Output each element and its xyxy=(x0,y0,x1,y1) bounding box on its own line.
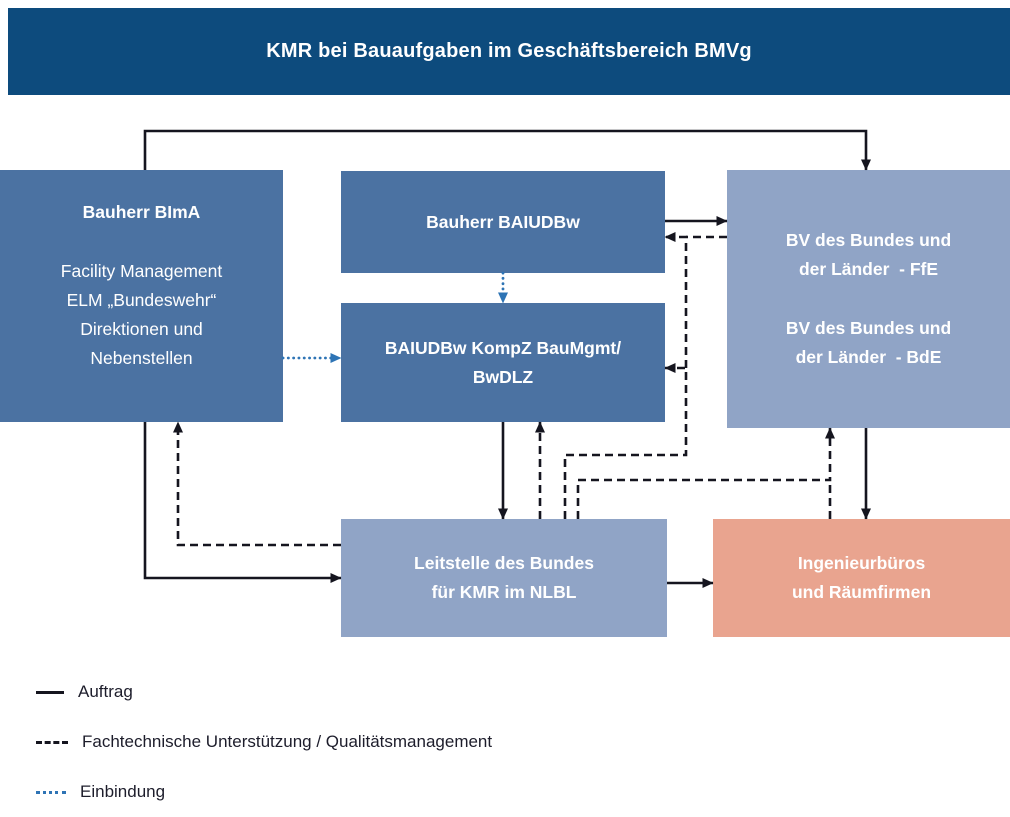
node-line: und Räumfirmen xyxy=(791,582,932,602)
legend: Auftrag Fachtechnische Unterstützung / Q… xyxy=(36,680,492,804)
node-line: der Länder - FfE xyxy=(798,259,939,279)
arrow-auftrag-bima-to-bv xyxy=(143,129,871,171)
dotted-line-icon xyxy=(36,790,66,794)
node-line: BV des Bundes und xyxy=(785,230,952,250)
legend-label: Fachtechnische Unterstützung / Qualitäts… xyxy=(82,732,493,751)
node-line: Nebenstellen xyxy=(90,348,193,368)
legend-item-unterstuetzung: Fachtechnische Unterstützung / Qualitäts… xyxy=(36,730,492,754)
node-line: der Länder - BdE xyxy=(795,347,942,367)
arrow-auftrag-bima-to-leitstelle xyxy=(143,422,342,583)
dashed-line-icon xyxy=(36,740,68,744)
node-bauherr-bima: Bauherr BImA Facility Management ELM „Bu… xyxy=(0,170,283,422)
node-title: Bauherr BImA xyxy=(82,202,201,222)
node-bv-bund-laender: BV des Bundes und der Länder - FfE BV de… xyxy=(727,170,1010,428)
legend-label: Auftrag xyxy=(78,682,133,701)
node-ingenieurbueros: Ingenieurbüros und Räumfirmen xyxy=(713,519,1010,637)
node-line: Leitstelle des Bundes xyxy=(414,553,594,573)
node-line: BV des Bundes und xyxy=(785,318,952,338)
arrow-support-leitstelle-to-bv xyxy=(576,427,835,519)
legend-item-einbindung: Einbindung xyxy=(36,780,492,804)
legend-label: Einbindung xyxy=(80,782,166,801)
node-line: BAIUDBw KompZ BauMgmt/ xyxy=(384,337,622,358)
node-line: ELM „Bundeswehr“ xyxy=(66,290,217,310)
legend-item-auftrag: Auftrag xyxy=(36,680,492,704)
node-leitstelle-nlbl: Leitstelle des Bundes für KMR im NLBL xyxy=(341,519,667,637)
solid-line-icon xyxy=(36,690,64,694)
node-line: Facility Management xyxy=(60,261,223,281)
node-title: Bauherr BAIUDBw xyxy=(426,211,580,232)
arrow-support-to-baiudbw xyxy=(664,232,688,368)
node-line: Direktionen und xyxy=(80,319,203,339)
node-baiudbw-kompz: BAIUDBw KompZ BauMgmt/ BwDLZ xyxy=(341,303,665,422)
diagram-title: KMR bei Bauaufgaben im Geschäftsbereich … xyxy=(266,40,752,62)
node-line: BwDLZ xyxy=(472,366,534,387)
title-bar: KMR bei Bauaufgaben im Geschäftsbereich … xyxy=(8,8,1010,95)
node-line: für KMR im NLBL xyxy=(431,582,577,602)
arrow-support-leitstelle-to-bima xyxy=(173,421,341,547)
node-line: Ingenieurbüros xyxy=(797,553,926,573)
node-bauherr-baiudbw: Bauherr BAIUDBw xyxy=(341,171,665,273)
